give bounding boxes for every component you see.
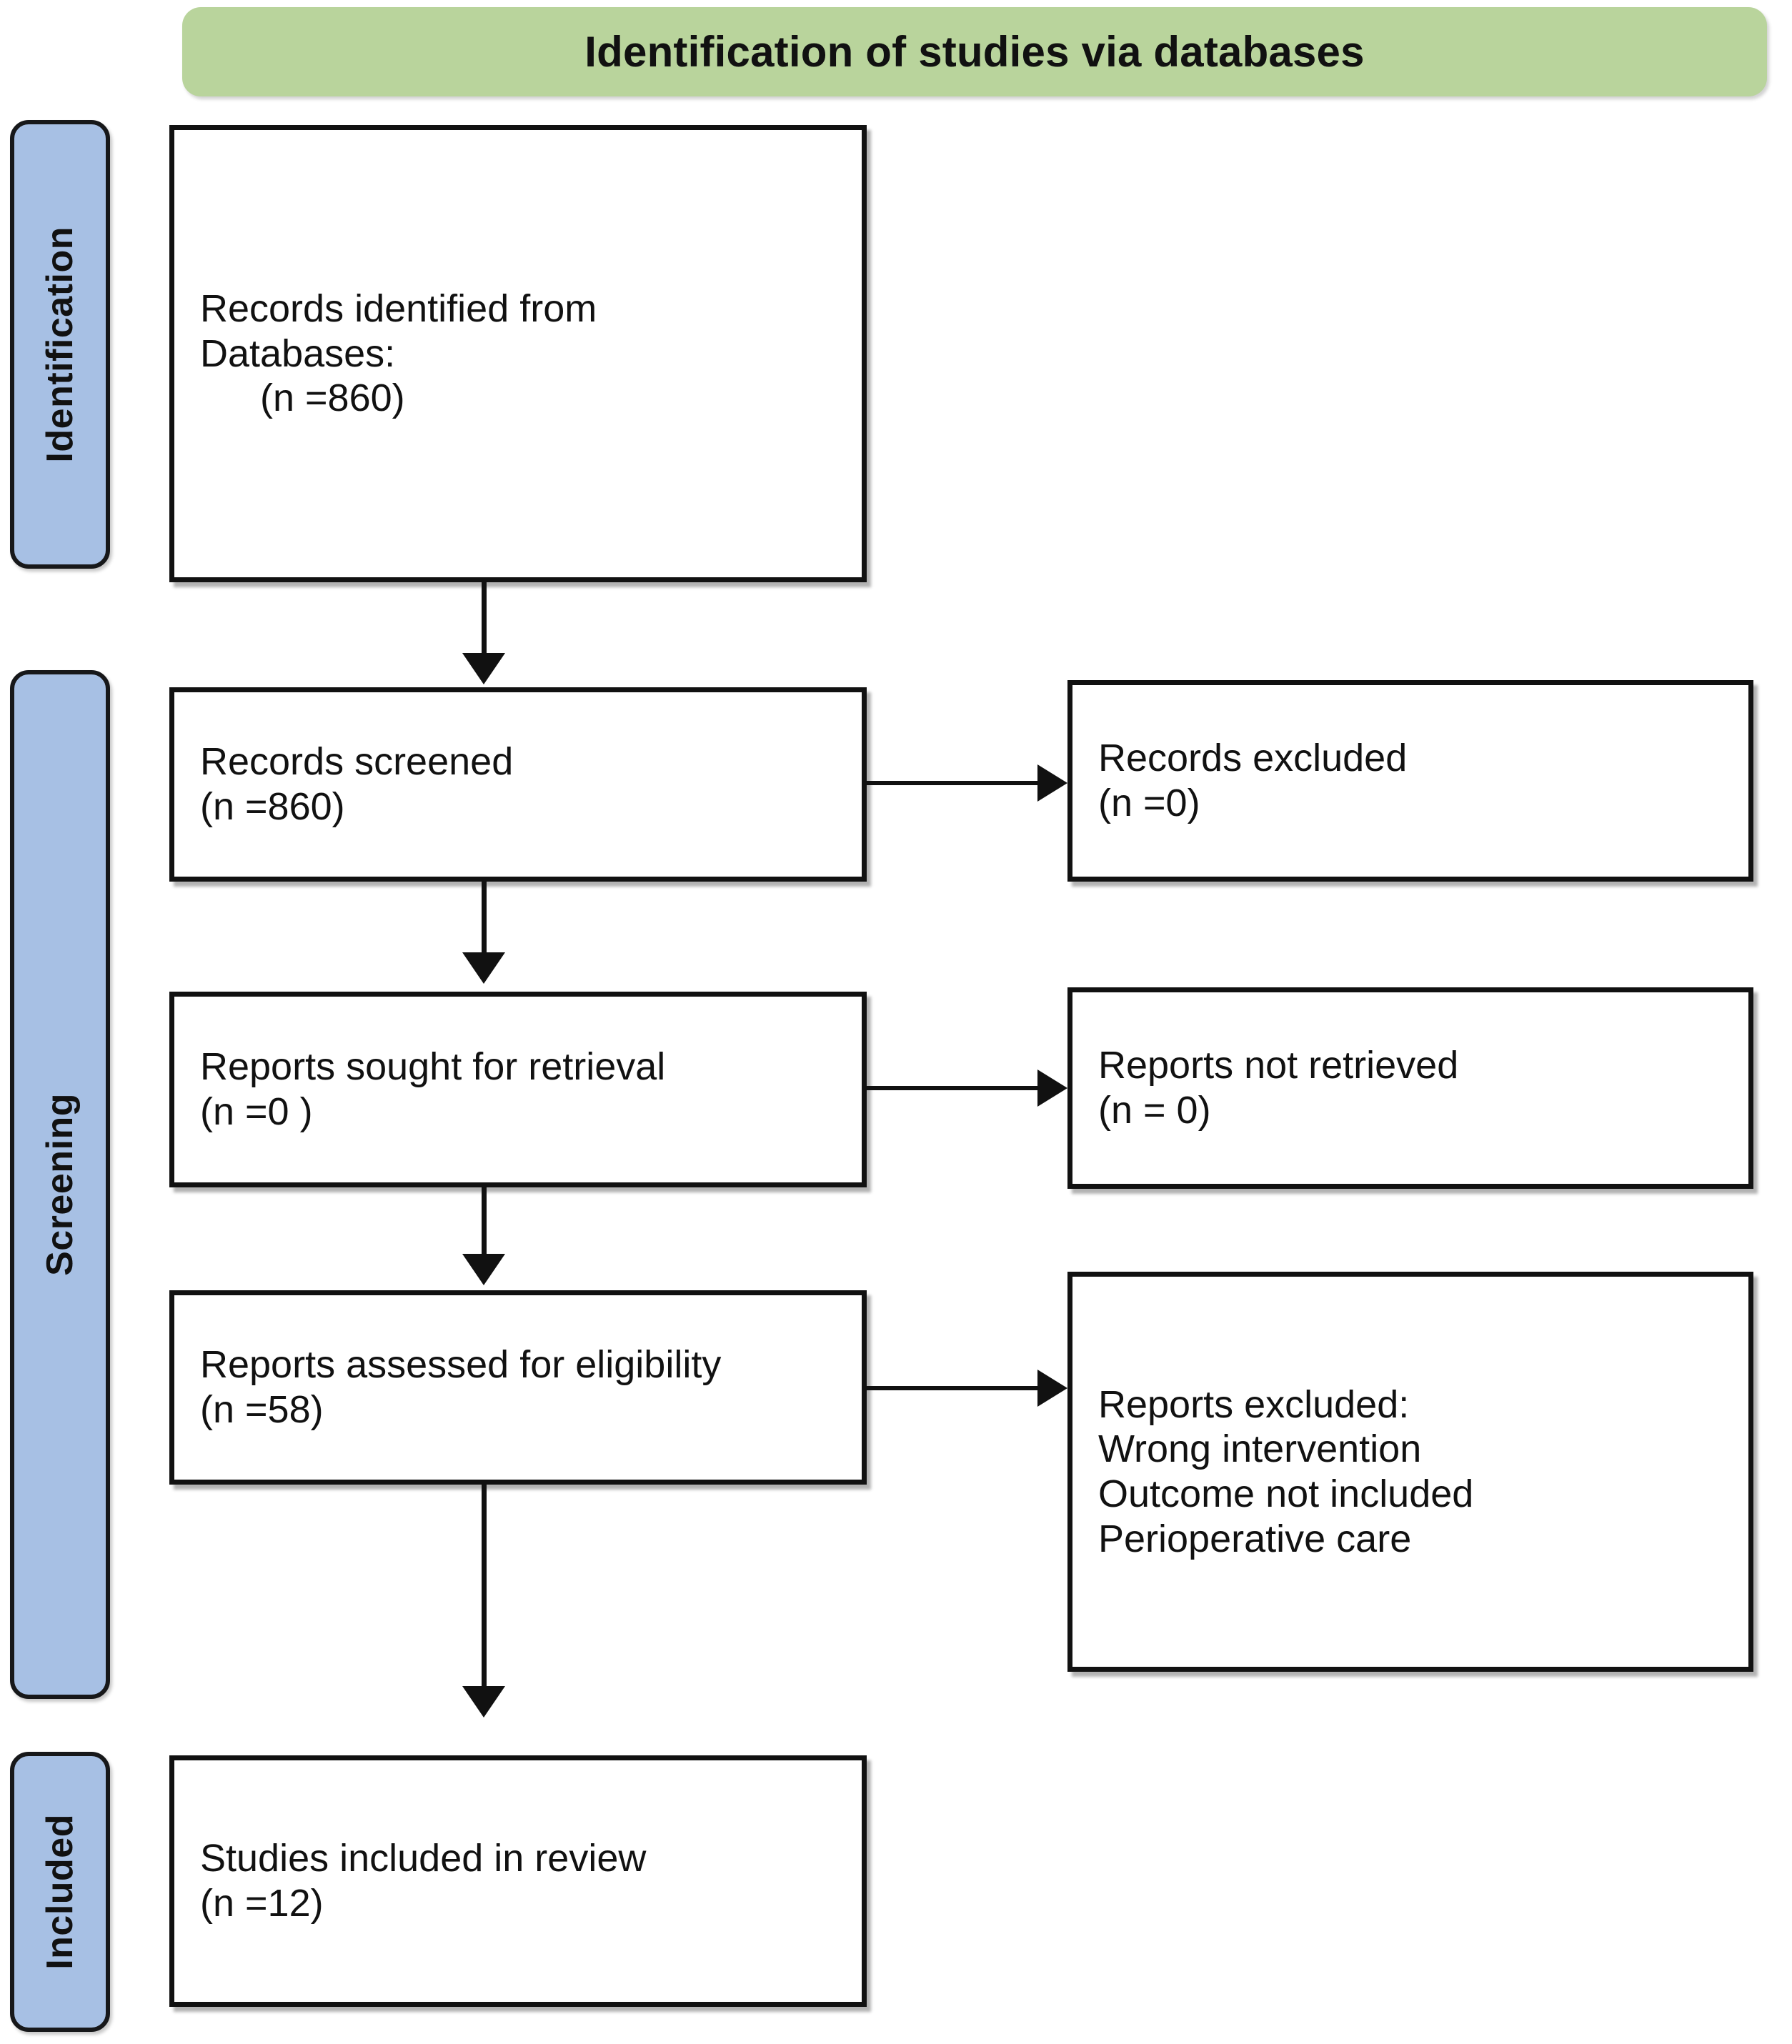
- reports-not-retrieved-count: (n = 0): [1098, 1089, 1211, 1132]
- box-reports-sought: Reports sought for retrieval (n =0 ): [169, 992, 867, 1187]
- stage-label-identification: Identification: [39, 226, 81, 463]
- stage-label-screening: Screening: [39, 1093, 81, 1276]
- page-title: Identification of studies via databases: [584, 27, 1365, 76]
- box-reports-assessed: Reports assessed for eligibility (n =58): [169, 1290, 867, 1485]
- connector-assessed-to-included-line: [482, 1482, 487, 1690]
- connector-screened-to-sought-line: [482, 879, 487, 957]
- connector-identified-to-screened-line: [482, 580, 487, 657]
- reports-excluded-reason-3: Perioperative care: [1098, 1517, 1412, 1560]
- box-records-excluded: Records excluded (n =0): [1067, 680, 1753, 882]
- arrow-down-icon-assessed-to-included: [462, 1686, 505, 1718]
- records-identified-count: (n =860): [260, 377, 405, 420]
- arrow-down-icon-identified-to-screened: [462, 653, 505, 684]
- reports-sought-count: (n =0 ): [200, 1090, 313, 1133]
- arrow-down-icon-sought-to-assessed: [462, 1254, 505, 1285]
- box-reports-not-retrieved: Reports not retrieved (n = 0): [1067, 987, 1753, 1189]
- reports-excluded-reason-1: Wrong intervention: [1098, 1427, 1422, 1471]
- reports-assessed-count: (n =58): [200, 1388, 324, 1431]
- reports-not-retrieved-line1: Reports not retrieved: [1098, 1044, 1459, 1087]
- stage-band-included: Included: [10, 1752, 110, 2032]
- connector-screened-to-records-excluded-line: [863, 781, 1042, 785]
- records-identified-line1: Records identified from: [200, 287, 597, 331]
- box-records-screened: Records screened (n =860): [169, 687, 867, 882]
- box-studies-included: Studies included in review (n =12): [169, 1755, 867, 2007]
- records-screened-count: (n =860): [200, 785, 345, 828]
- reports-assessed-line1: Reports assessed for eligibility: [200, 1343, 722, 1387]
- records-excluded-count: (n =0): [1098, 782, 1200, 824]
- studies-included-line1: Studies included in review: [200, 1837, 647, 1880]
- arrow-right-icon-screened-to-records-excluded: [1037, 764, 1067, 802]
- arrow-right-icon-sought-to-not-retrieved: [1037, 1070, 1067, 1107]
- records-identified-line2: Databases:: [200, 331, 396, 375]
- arrow-right-icon-assessed-to-reports-excluded: [1037, 1370, 1067, 1407]
- reports-excluded-line1: Reports excluded:: [1098, 1382, 1410, 1426]
- records-excluded-line1: Records excluded: [1098, 737, 1408, 780]
- records-screened-line1: Records screened: [200, 740, 514, 784]
- connector-sought-to-not-retrieved-line: [863, 1086, 1042, 1090]
- stage-band-identification: Identification: [10, 120, 110, 569]
- connector-assessed-to-reports-excluded-line: [863, 1386, 1042, 1390]
- stage-band-screening: Screening: [10, 670, 110, 1699]
- reports-sought-line1: Reports sought for retrieval: [200, 1045, 666, 1089]
- header-banner: Identification of studies via databases: [182, 7, 1767, 96]
- box-records-identified: Records identified from Databases: (n =8…: [169, 125, 867, 582]
- studies-included-count: (n =12): [200, 1882, 324, 1925]
- stage-label-included: Included: [39, 1814, 81, 1970]
- arrow-down-icon-screened-to-sought: [462, 952, 505, 984]
- connector-sought-to-assessed-line: [482, 1185, 487, 1257]
- reports-excluded-reason-2: Outcome not included: [1098, 1472, 1474, 1515]
- box-reports-excluded: Reports excluded: Wrong intervention Out…: [1067, 1272, 1753, 1672]
